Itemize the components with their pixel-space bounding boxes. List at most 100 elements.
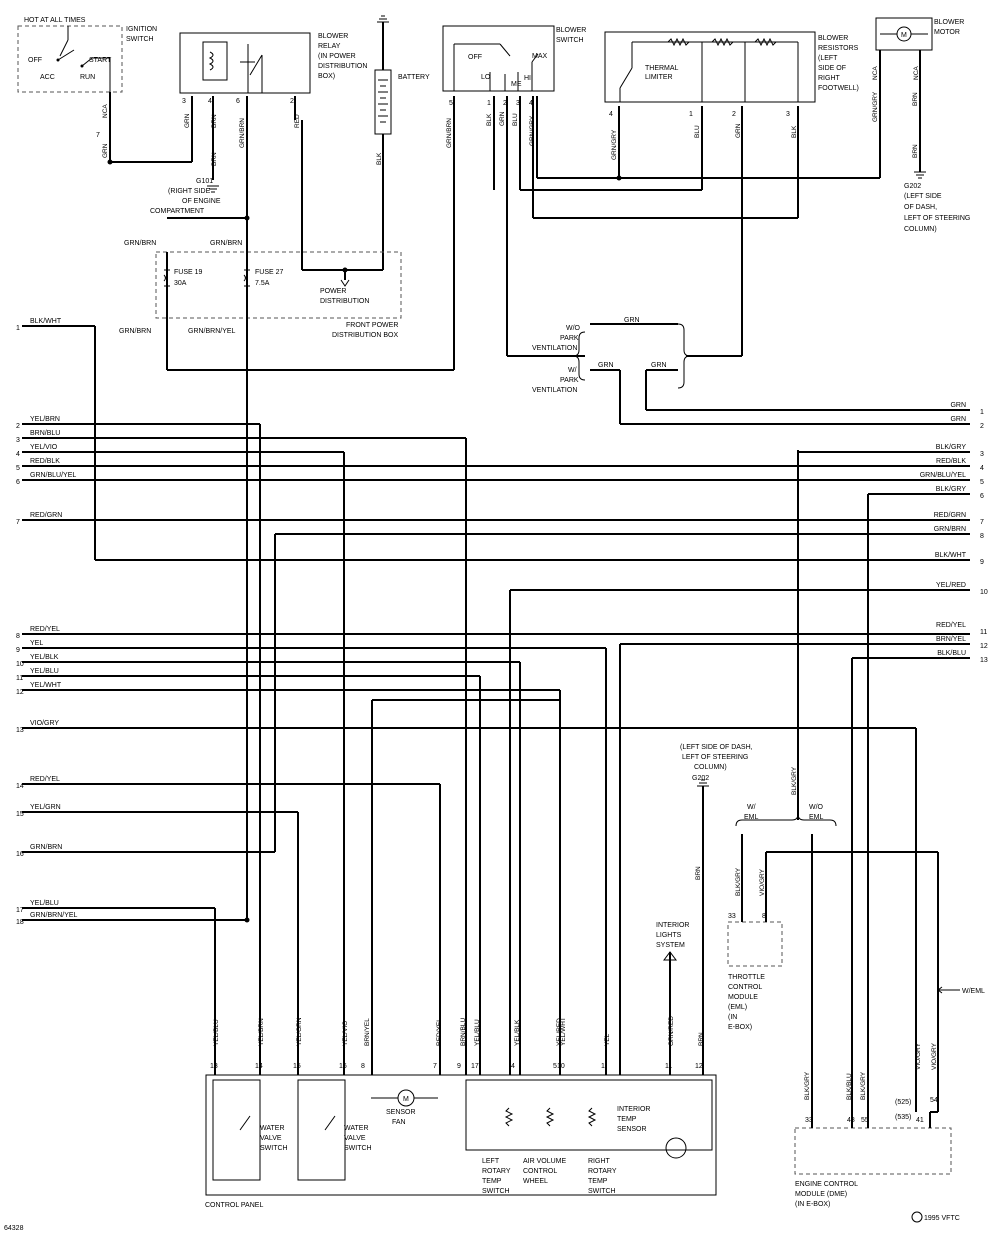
svg-text:(IN E-BOX): (IN E-BOX) xyxy=(795,1201,830,1208)
svg-text:BLK/BLU: BLK/BLU xyxy=(846,1073,853,1100)
svg-text:PARK: PARK xyxy=(560,335,579,342)
g101-label: G101 xyxy=(196,178,213,185)
left-wire-label: RED/YEL xyxy=(30,776,60,783)
right-wire-label: YEL/RED xyxy=(936,582,966,589)
engine-control-module-box xyxy=(794,1127,952,1175)
left-wire-label: YEL/BRN xyxy=(30,416,60,423)
svg-text:GRN/GRY: GRN/GRY xyxy=(611,129,618,160)
blower-resistors-title: BLOWER xyxy=(818,35,848,42)
left-wire-label: BRN/BLU xyxy=(30,430,60,437)
svg-text:BRN: BRN xyxy=(912,92,919,106)
blower-resistors-box xyxy=(604,31,816,103)
svg-text:SWITCH: SWITCH xyxy=(556,37,584,44)
control-panel-pin-number: 9 xyxy=(457,1063,461,1070)
left-wire-number: 14 xyxy=(16,783,24,790)
left-wire-label: GRN/BRN xyxy=(30,844,62,851)
right-wire-number: 5 xyxy=(980,479,984,486)
left-wire-label: RED/BLK xyxy=(30,458,60,465)
svg-text:WHEEL: WHEEL xyxy=(523,1178,548,1185)
svg-text:VIO/GRY: VIO/GRY xyxy=(759,868,766,896)
svg-text:HI: HI xyxy=(524,75,531,82)
control-panel-wire-label: YEL/WHT xyxy=(560,1017,567,1046)
svg-text:RESISTORS: RESISTORS xyxy=(818,45,859,52)
right-rotary-temp-switch: RIGHT xyxy=(588,1158,611,1165)
control-panel-label: CONTROL PANEL xyxy=(205,1202,263,1209)
ignition-acc: ACC xyxy=(40,74,55,81)
left-wire-number: 16 xyxy=(16,851,24,858)
control-panel-pin-number: 14 xyxy=(255,1063,263,1070)
right-wire-label: BRN/YEL xyxy=(936,636,966,643)
interior-lights-label: INTERIOR xyxy=(656,922,689,929)
control-panel-pin-number: 7 xyxy=(433,1063,437,1070)
svg-text:DISTRIBUTION: DISTRIBUTION xyxy=(320,298,369,305)
left-wire-label: YEL/GRN xyxy=(30,804,61,811)
svg-text:TEMP: TEMP xyxy=(588,1178,608,1185)
front-power-box-label: FRONT POWER xyxy=(346,322,398,329)
ignition-switch-title: IGNITION xyxy=(126,26,157,33)
right-wire-number: 13 xyxy=(980,657,988,664)
svg-text:MOTOR: MOTOR xyxy=(934,29,960,36)
right-wire-number: 7 xyxy=(980,519,984,526)
right-wire-label: BLK/BLU xyxy=(937,650,966,657)
svg-text:33: 33 xyxy=(805,1117,813,1124)
svg-text:SWITCH: SWITCH xyxy=(588,1188,616,1195)
left-wire-number: 15 xyxy=(16,811,24,818)
left-wire-number: 17 xyxy=(16,907,24,914)
svg-text:VENTILATION: VENTILATION xyxy=(532,345,577,352)
svg-text:3: 3 xyxy=(786,111,790,118)
right-wire-label: RED/BLK xyxy=(936,458,966,465)
left-wire-number: 2 xyxy=(16,423,20,430)
svg-text:4: 4 xyxy=(609,111,613,118)
right-wire-label: GRN/BRN xyxy=(934,526,966,533)
svg-text:BLU: BLU xyxy=(694,125,701,138)
svg-text:GRN: GRN xyxy=(651,362,667,369)
svg-text:E-BOX): E-BOX) xyxy=(728,1024,752,1031)
svg-text:GRN/BRN: GRN/BRN xyxy=(446,118,453,148)
water-valve-switch-right: WATER xyxy=(344,1125,369,1132)
control-panel-pin-number: 11 xyxy=(665,1063,672,1070)
svg-text:RIGHT: RIGHT xyxy=(818,75,841,82)
control-panel-pin-number: 17 xyxy=(471,1063,479,1070)
svg-text:LEFT OF STEERING: LEFT OF STEERING xyxy=(904,215,970,222)
svg-text:55: 55 xyxy=(861,1117,869,1124)
svg-text:4: 4 xyxy=(208,98,212,105)
svg-text:BLK: BLK xyxy=(791,125,798,138)
svg-text:POWER: POWER xyxy=(320,288,346,295)
svg-text:RED: RED xyxy=(294,114,301,128)
right-wire-number: 2 xyxy=(980,423,984,430)
left-wire-label: RED/YEL xyxy=(30,626,60,633)
wo-park-ventilation: W/O xyxy=(566,325,581,332)
svg-text:2: 2 xyxy=(732,111,736,118)
svg-text:OFF: OFF xyxy=(468,54,482,61)
svg-text:TEMP: TEMP xyxy=(617,1116,637,1123)
right-wire-label: GRN xyxy=(950,402,966,409)
svg-text:ME: ME xyxy=(511,81,522,88)
splice-dot xyxy=(244,917,250,923)
control-panel-wire-label: BRN xyxy=(698,1032,705,1046)
svg-text:(IN: (IN xyxy=(728,1014,737,1021)
interior-temp-sensor-icon xyxy=(665,1137,687,1159)
svg-text:3: 3 xyxy=(182,98,186,105)
w-park-ventilation: W/ xyxy=(568,367,577,374)
left-wire-label: YEL/BLU xyxy=(30,668,59,675)
control-panel-pin-number: 12 xyxy=(695,1063,703,1070)
svg-text:8: 8 xyxy=(762,913,766,920)
left-wire-number: 3 xyxy=(16,437,20,444)
svg-text:7.5A: 7.5A xyxy=(255,280,270,287)
blower-motor-box xyxy=(875,17,933,51)
svg-text:(535): (535) xyxy=(895,1114,911,1121)
g202-bottom-label: (LEFT SIDE OF DASH, xyxy=(680,744,753,751)
left-wire-number: 9 xyxy=(16,647,20,654)
svg-text:M: M xyxy=(901,32,907,39)
svg-text:VALVE: VALVE xyxy=(344,1135,366,1142)
svg-text:NCA: NCA xyxy=(913,66,920,80)
svg-text:GRN/BRN: GRN/BRN xyxy=(239,118,246,148)
svg-text:GRN: GRN xyxy=(184,113,191,128)
left-wire-number: 7 xyxy=(16,519,20,526)
g202-top-label: G202 xyxy=(904,183,921,190)
svg-text:FOOTWELL): FOOTWELL) xyxy=(818,85,859,92)
air-volume-control-wheel: AIR VOLUME xyxy=(523,1158,567,1165)
svg-text:BLK/GRY: BLK/GRY xyxy=(804,1071,811,1100)
left-wire-label: GRN/BLU/YEL xyxy=(30,472,76,479)
